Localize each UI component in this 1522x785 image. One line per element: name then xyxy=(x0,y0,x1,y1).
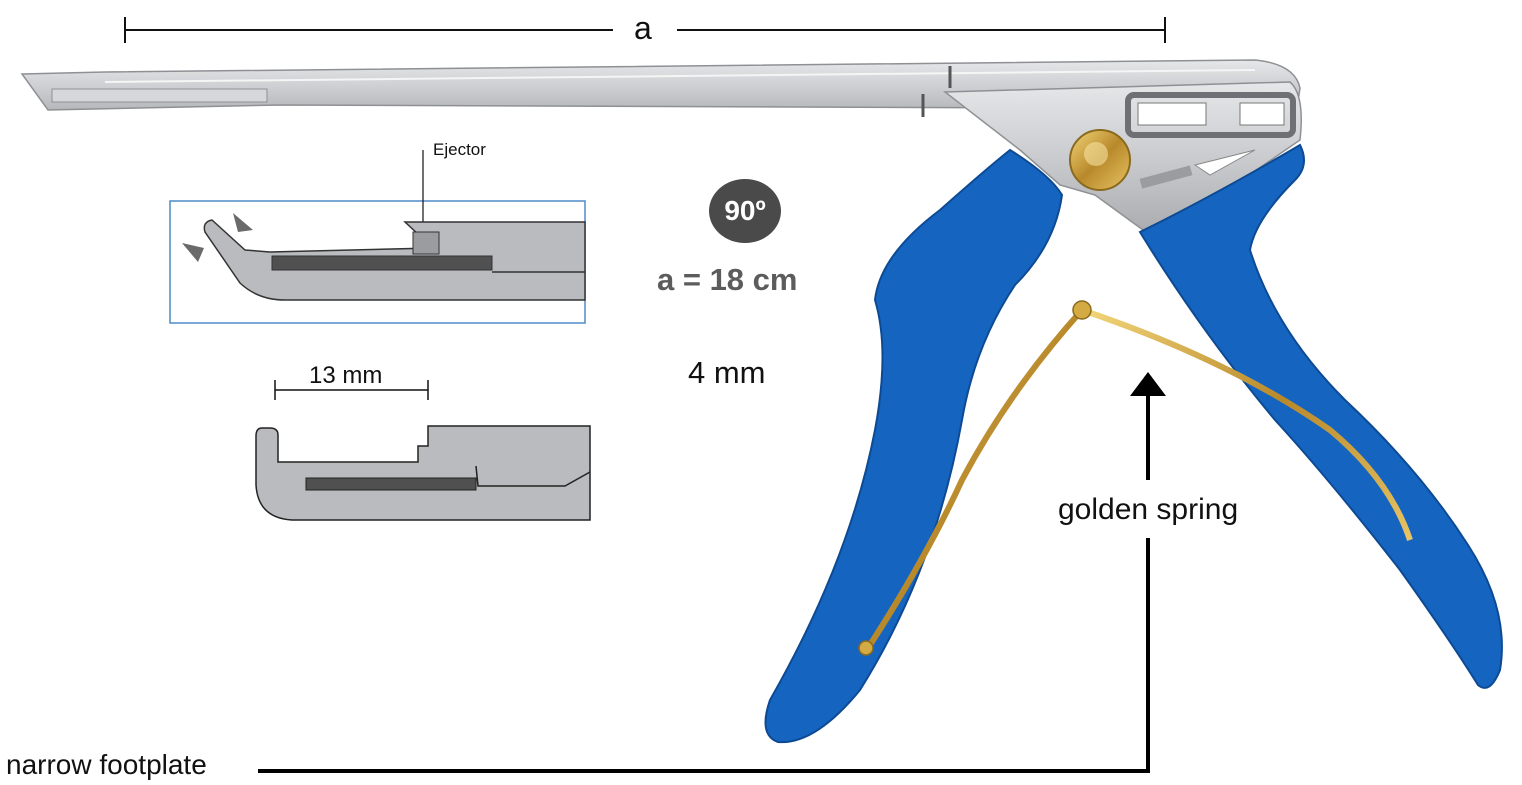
ejector-detail-inset xyxy=(169,150,586,324)
footplate-detail xyxy=(255,380,591,521)
blue-handles xyxy=(764,143,1503,744)
dimension-a-label: a xyxy=(634,10,652,46)
spring-arrow xyxy=(1130,372,1166,480)
narrow-footplate-label: narrow footplate xyxy=(6,749,207,780)
length-spec: a = 18 cm xyxy=(657,262,798,297)
angle-badge: 90º xyxy=(709,179,781,243)
pivot-screw xyxy=(1069,129,1131,191)
golden-spring-label: golden spring xyxy=(1058,493,1239,526)
footplate-length-label: 13 mm xyxy=(309,362,383,389)
footplate-leader-line xyxy=(258,538,1150,773)
ejector-label: Ejector xyxy=(433,140,486,159)
bite-size-label: 4 mm xyxy=(688,355,766,390)
golden-spring xyxy=(858,300,1413,656)
dimension-a xyxy=(124,17,1166,43)
